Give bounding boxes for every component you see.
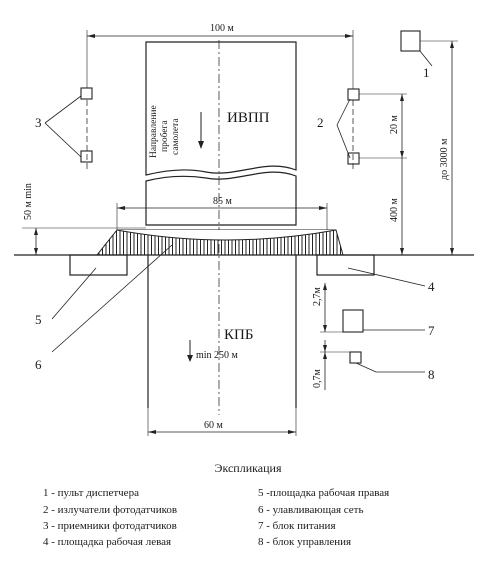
- callout-1: 1: [423, 65, 430, 80]
- dim-3000m-label: до 3000 м: [439, 138, 450, 180]
- power-unit: [342, 309, 364, 333]
- callout-3: 3: [35, 115, 42, 130]
- dispatcher-console: [400, 30, 421, 52]
- dim-2-7m-label: 2,7м: [312, 287, 323, 307]
- legend-item-6: 6 - улавливающая сеть: [258, 504, 364, 516]
- legend-item-5: 5 -площадка рабочая правая: [258, 487, 390, 499]
- dim-20m-label: 20 м: [389, 115, 400, 135]
- callout-8: 8: [428, 367, 435, 382]
- dim-0-7m-label: 0,7м: [312, 369, 323, 389]
- legend-item-1: 1 - пульт диспетчера: [43, 487, 139, 499]
- legend-item-3: 3 - приемники фотодатчиков: [43, 520, 177, 532]
- dim-100m: [86, 30, 354, 89]
- airfield-net-diagram: Направление пробега самолета ИВПП КПБ mi…: [14, 23, 474, 436]
- callout-7: 7: [428, 323, 435, 338]
- svg-text:пробега: пробега: [159, 120, 170, 152]
- dim-60m: [147, 408, 297, 436]
- safety-strip: [147, 255, 297, 408]
- photo-emitters: [347, 88, 360, 170]
- callout-leaders: [44, 50, 433, 373]
- dim-85m-label: 85 м: [213, 196, 233, 207]
- legend-item-8: 8 - блок управления: [258, 536, 352, 548]
- work-platform-right: [316, 254, 375, 276]
- safety-strip-label: КПБ: [224, 327, 253, 343]
- work-platform-left: [69, 254, 128, 276]
- runway-label: ИВПП: [227, 110, 270, 126]
- dim-100m-label: 100 м: [210, 23, 235, 34]
- dim-85m: [116, 203, 328, 230]
- safety-strip-dim: min 250 м: [196, 350, 239, 361]
- dim-400m-label: 400 м: [389, 198, 400, 223]
- legend-item-2: 2 - излучатели фотодатчиков: [43, 504, 178, 516]
- dim-3000m: [420, 40, 458, 255]
- callout-4: 4: [428, 279, 435, 294]
- dim-20m: [359, 93, 407, 159]
- legend-title: Экспликация: [214, 461, 282, 475]
- runway: [145, 41, 297, 226]
- svg-text:Направление: Направление: [149, 105, 159, 158]
- dim-50m: [22, 227, 146, 255]
- runway-direction-label: Направление пробега самолета: [149, 105, 181, 158]
- dim-400m: [400, 158, 404, 255]
- callout-5: 5: [35, 312, 42, 327]
- min-distance-arrow-icon: [187, 340, 193, 362]
- legend-item-7: 7 - блок питания: [258, 520, 336, 532]
- dim-0-7m: [320, 340, 350, 390]
- dim-60m-label: 60 м: [204, 420, 224, 431]
- legend-item-4: 4 - площадка рабочая левая: [43, 536, 172, 548]
- control-unit: [349, 351, 362, 364]
- direction-arrow-icon: [198, 112, 204, 149]
- dim-2-7m: [320, 283, 343, 333]
- callout-2: 2: [317, 115, 324, 130]
- callout-6: 6: [35, 357, 42, 372]
- dim-50m-label: 50 м min: [23, 183, 34, 220]
- photo-receivers: [80, 87, 93, 170]
- svg-text:самолета: самолета: [171, 118, 181, 155]
